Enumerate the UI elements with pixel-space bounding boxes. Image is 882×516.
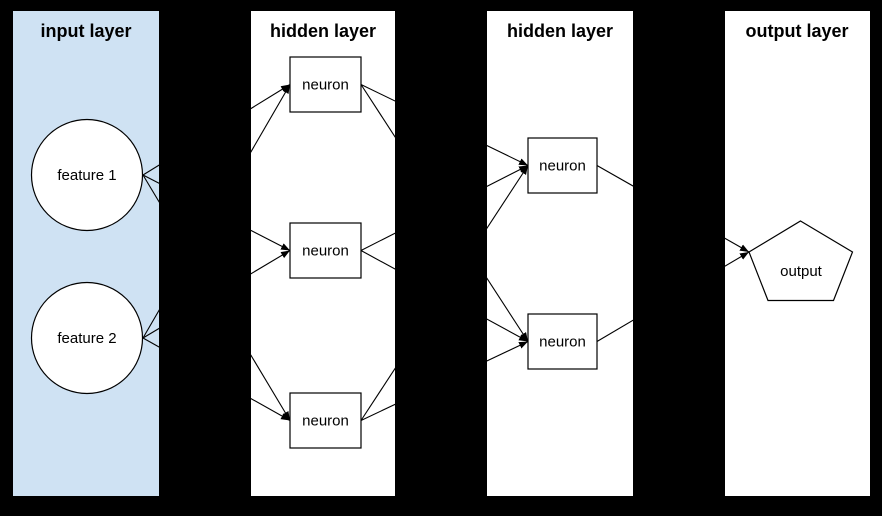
edge-neuron1-neuron5 [360, 84, 529, 342]
layer-title-output: output layer [745, 21, 848, 41]
layer-title-hidden-2: hidden layer [507, 21, 613, 41]
edge-feature2-neuron3 [142, 337, 291, 421]
neuron-3-label: neuron [302, 413, 349, 430]
layer-panel-hidden-2 [487, 11, 633, 496]
neuron-4-box [527, 137, 598, 194]
edge-feature1-neuron2 [142, 174, 291, 251]
layer-panel-input [13, 11, 159, 496]
neuron-2-label: neuron [302, 243, 349, 260]
output-label: output [780, 263, 823, 280]
node-neuron-2: neuron [289, 222, 362, 279]
node-neuron-4: neuron [527, 137, 598, 194]
feature-2-circle [30, 281, 144, 395]
layer-title-input: input layer [40, 21, 131, 41]
node-feature-1: feature 1 [30, 118, 144, 232]
edge-neuron1-neuron4 [360, 84, 529, 166]
layer-title-hidden-1: hidden layer [270, 21, 376, 41]
edge-neuron2-neuron4 [360, 165, 529, 251]
node-neuron-1: neuron [289, 56, 362, 113]
neuron-4-label: neuron [539, 158, 586, 175]
neuron-2-box [289, 222, 362, 279]
edge-feature2-neuron1 [142, 84, 291, 339]
edge-neuron4-output [596, 165, 750, 253]
edge-feature1-neuron3 [142, 174, 291, 421]
neuron-5-label: neuron [539, 334, 586, 351]
edge-neuron5-output [596, 251, 750, 342]
edge-feature2-neuron2 [142, 250, 291, 339]
edge-neuron3-neuron4 [360, 165, 529, 421]
node-neuron-5: neuron [527, 313, 598, 370]
neuron-3-box [289, 392, 362, 449]
feature-1-label: feature 1 [57, 167, 116, 184]
neuron-5-box [527, 313, 598, 370]
feature-1-circle [30, 118, 144, 232]
node-neuron-3: neuron [289, 392, 362, 449]
feature-2-label: feature 2 [57, 330, 116, 347]
node-output: output [748, 220, 854, 302]
node-feature-2: feature 2 [30, 281, 144, 395]
edge-feature1-neuron1 [142, 84, 291, 176]
edge-neuron3-neuron5 [360, 341, 529, 421]
neuron-1-box [289, 56, 362, 113]
output-pentagon [748, 220, 854, 302]
neuron-1-label: neuron [302, 77, 349, 94]
edge-neuron2-neuron5 [360, 250, 529, 342]
